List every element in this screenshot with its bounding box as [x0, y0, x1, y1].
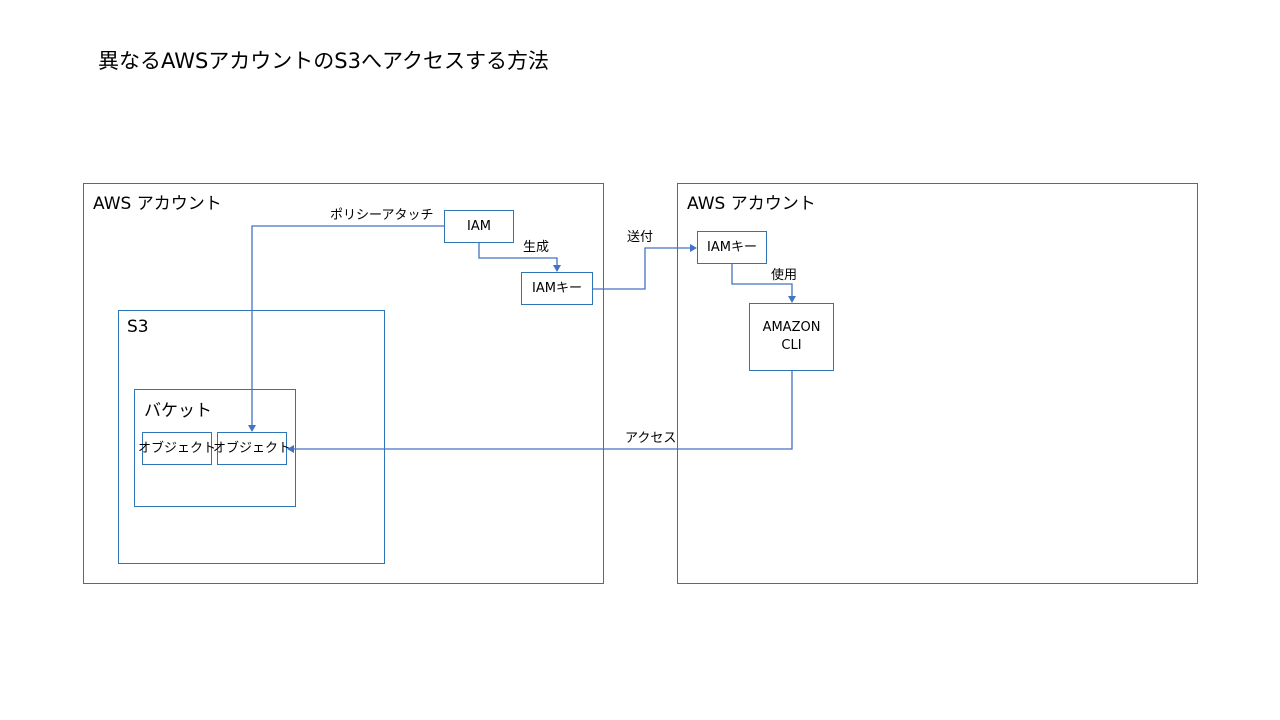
bucket-box: バケット [134, 389, 296, 507]
right-aws-account-box: AWS アカウント [677, 183, 1198, 584]
iam-key-node-left: IAMキー [521, 272, 593, 305]
iam-key-node-right: IAMキー [697, 231, 767, 264]
object-node-1: オブジェクト [138, 432, 216, 465]
use-label: 使用 [771, 268, 798, 283]
send-label: 送付 [627, 230, 654, 245]
right-aws-account-label: AWS アカウント [687, 194, 816, 214]
access-label: アクセス [625, 431, 677, 446]
send-connector [593, 247, 690, 290]
bucket-label: バケット [144, 401, 212, 421]
generate-arrowhead [553, 265, 561, 272]
use-connector [731, 264, 793, 296]
policy-attach-label: ポリシーアタッチ [330, 208, 434, 223]
send-arrowhead [690, 244, 697, 252]
amazon-cli-line-2: CLI [781, 338, 802, 353]
diagram-title: 異なるAWSアカウントのS3へアクセスする方法 [98, 49, 549, 73]
policy-attach-connector [251, 225, 444, 425]
access-arrowhead [287, 445, 294, 453]
generate-connector [478, 243, 558, 265]
access-connector [294, 371, 793, 450]
object-node-2: オブジェクト [213, 432, 291, 465]
left-aws-account-box: AWS アカウント [83, 183, 604, 584]
generate-label: 生成 [523, 240, 550, 255]
use-arrowhead [788, 296, 796, 303]
policy-attach-arrowhead [248, 425, 256, 432]
amazon-cli-line-1: AMAZON [762, 320, 821, 335]
iam-node: IAM [444, 210, 514, 243]
s3-label: S3 [127, 317, 149, 337]
left-aws-account-label: AWS アカウント [93, 194, 222, 214]
amazon-cli-node: AMAZON CLI [749, 303, 834, 371]
